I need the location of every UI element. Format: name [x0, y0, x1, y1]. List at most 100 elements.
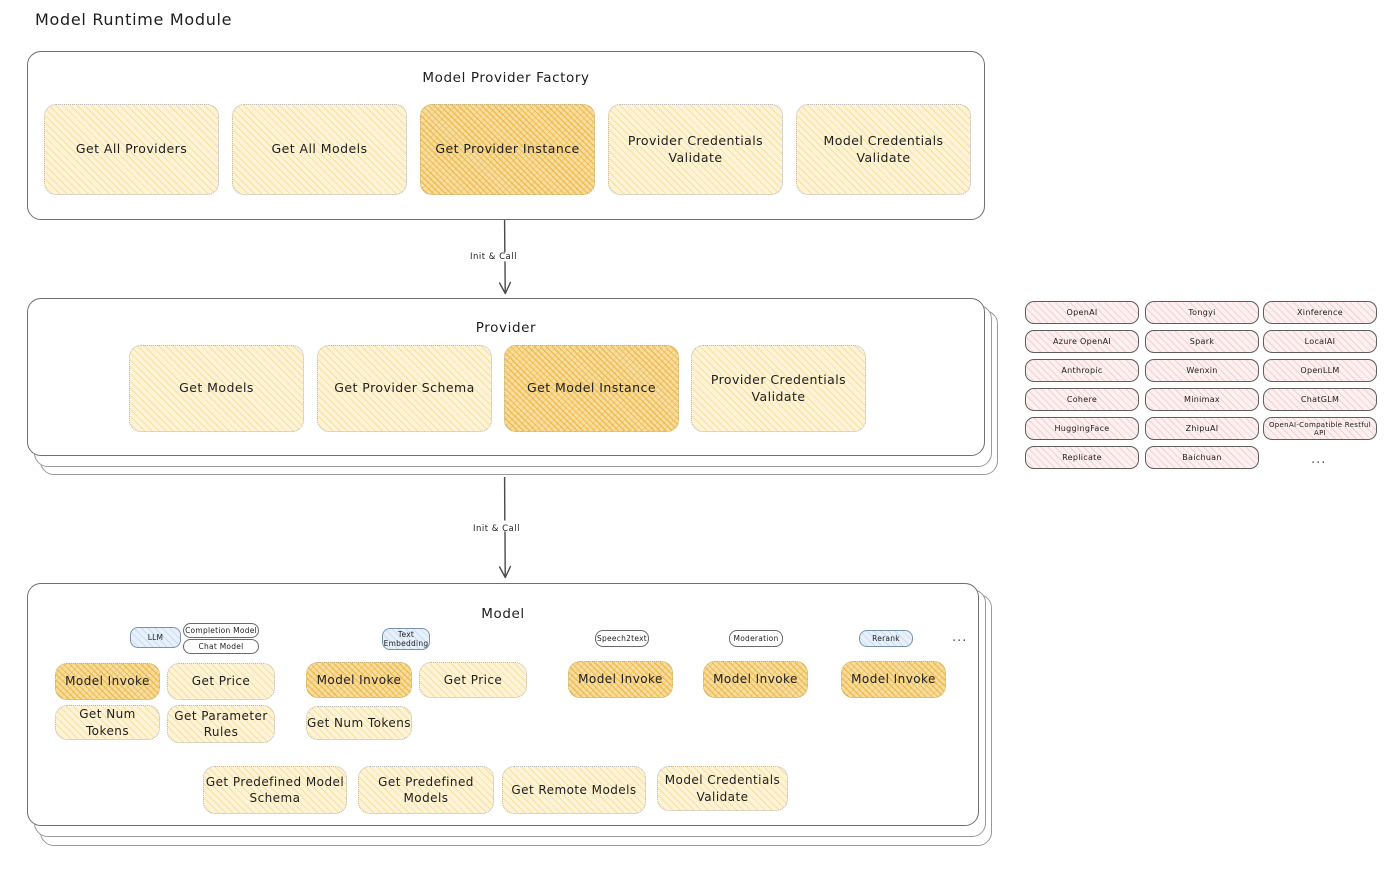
- provider-chip-xinference[interactable]: Xinference: [1263, 301, 1377, 324]
- chip-label: Replicate: [1062, 453, 1102, 462]
- provider-node-get-model-instance[interactable]: Get Model Instance: [504, 345, 679, 432]
- model-badge-completion-model[interactable]: Completion Model: [183, 623, 259, 638]
- node-label: Get Predefined Models: [378, 774, 474, 805]
- model-badge-moderation[interactable]: Moderation: [729, 630, 783, 647]
- provider-chip-azure-openai[interactable]: Azure OpenAI: [1025, 330, 1139, 353]
- chip-label: LocalAI: [1304, 337, 1336, 346]
- node-label: Get Predefined Model Schema: [205, 774, 345, 805]
- badge-label: LLM: [147, 632, 164, 642]
- provider-chip-huggingface[interactable]: HuggingFace: [1025, 417, 1139, 440]
- provider-title: Provider: [475, 320, 537, 336]
- node-label: Model Invoke: [851, 672, 936, 687]
- chip-label: Cohere: [1066, 395, 1098, 404]
- model-badge-speech2text[interactable]: Speech2text: [595, 630, 649, 647]
- badge-label: Chat Model: [198, 641, 244, 651]
- chip-label: Anthropic: [1061, 366, 1103, 375]
- node-label: Get Provider Schema: [334, 380, 475, 396]
- node-label: Model Invoke: [713, 672, 798, 687]
- node-label: Provider Credentials Validate: [710, 371, 847, 404]
- model-node-get-predefined-model-schema[interactable]: Get Predefined Model Schema: [203, 766, 347, 814]
- chip-label: OpenAI: [1066, 308, 1098, 317]
- model-node-get-remote-models[interactable]: Get Remote Models: [502, 766, 646, 814]
- node-label: Get Num Tokens: [79, 707, 136, 738]
- page-title: Model Runtime Module: [35, 10, 233, 29]
- chip-label: Wenxin: [1186, 366, 1218, 375]
- node-label: Model Invoke: [578, 672, 663, 687]
- model-node-moderation-model-invoke[interactable]: Model Invoke: [703, 661, 808, 698]
- provider-chip-zhipuai[interactable]: ZhipuAI: [1145, 417, 1259, 440]
- model-node-get-predefined-models[interactable]: Get Predefined Models: [358, 766, 494, 814]
- provider-chip-spark[interactable]: Spark: [1145, 330, 1259, 353]
- provider-chip-anthropic[interactable]: Anthropic: [1025, 359, 1139, 382]
- provider-node-provider-credentials-validate[interactable]: Provider Credentials Validate: [691, 345, 866, 432]
- badge-label: Completion Model: [185, 625, 257, 635]
- badge-label: Rerank: [872, 633, 900, 643]
- node-label: Get Provider Instance: [435, 141, 580, 157]
- chip-label: Xinference: [1297, 308, 1343, 317]
- badge-label: Text Embedding: [383, 629, 429, 648]
- model-node-text-embedding-get-num-tokens[interactable]: Get Num Tokens: [306, 706, 412, 740]
- node-label: Get Models: [179, 380, 254, 396]
- provider-chip-baichuan[interactable]: Baichuan: [1145, 446, 1259, 469]
- model-groups-more: ...: [952, 630, 968, 645]
- model-node-text-embedding-get-price[interactable]: Get Price: [419, 662, 527, 698]
- provider-chip-chatglm[interactable]: ChatGLM: [1263, 388, 1377, 411]
- provider-chip-tongyi[interactable]: Tongyi: [1145, 301, 1259, 324]
- chip-label: OpenAI-Compatible Restful API: [1269, 420, 1371, 437]
- node-label: Get All Providers: [75, 141, 188, 157]
- arrow-label-init-and-call-2: Init & Call: [473, 524, 520, 534]
- provider-node-get-models[interactable]: Get Models: [129, 345, 304, 432]
- node-label: Get Parameter Rules: [174, 708, 268, 739]
- node-label: Get Model Instance: [526, 380, 657, 396]
- model-node-llm-get-num-tokens[interactable]: Get Num Tokens: [55, 705, 160, 740]
- model-badge-rerank[interactable]: Rerank: [859, 630, 913, 647]
- node-label: Model Invoke: [65, 674, 150, 689]
- provider-chip-localai[interactable]: LocalAI: [1263, 330, 1377, 353]
- node-label: Get Price: [443, 672, 503, 687]
- chip-label: ZhipuAI: [1185, 424, 1219, 433]
- factory-title: Model Provider Factory: [422, 70, 590, 86]
- provider-chip-openai[interactable]: OpenAI: [1025, 301, 1139, 324]
- chip-label: Minimax: [1184, 395, 1220, 404]
- model-node-speech2text-model-invoke[interactable]: Model Invoke: [568, 661, 673, 698]
- node-label: Get Num Tokens: [307, 715, 411, 730]
- arrow-provider-to-model: [498, 477, 512, 579]
- node-label: Get All Models: [271, 141, 368, 157]
- model-badge-llm[interactable]: LLM: [130, 627, 181, 648]
- arrow-label-init-and-call-1: Init & Call: [470, 252, 517, 262]
- badge-label: Speech2text: [597, 633, 647, 643]
- provider-node-get-provider-schema[interactable]: Get Provider Schema: [317, 345, 492, 432]
- chip-label: HuggingFace: [1054, 424, 1110, 433]
- factory-node-get-provider-instance[interactable]: Get Provider Instance: [420, 104, 595, 195]
- provider-chip-cohere[interactable]: Cohere: [1025, 388, 1139, 411]
- provider-chip-openllm[interactable]: OpenLLM: [1263, 359, 1377, 382]
- chip-label: Baichuan: [1182, 453, 1222, 462]
- model-badge-text-embedding[interactable]: Text Embedding: [382, 628, 430, 650]
- chip-label: Azure OpenAI: [1052, 337, 1112, 346]
- provider-chip-replicate[interactable]: Replicate: [1025, 446, 1139, 469]
- model-badge-chat-model[interactable]: Chat Model: [183, 639, 259, 654]
- model-node-llm-get-price[interactable]: Get Price: [167, 663, 275, 700]
- factory-node-get-all-models[interactable]: Get All Models: [232, 104, 407, 195]
- model-node-rerank-model-invoke[interactable]: Model Invoke: [841, 661, 946, 698]
- factory-node-model-credentials-validate[interactable]: Model Credentials Validate: [796, 104, 971, 195]
- arrow-factory-to-provider: [498, 220, 512, 295]
- model-node-text-embedding-model-invoke[interactable]: Model Invoke: [306, 662, 412, 698]
- chip-label: Tongyi: [1188, 308, 1216, 317]
- node-label: Get Price: [191, 674, 251, 689]
- provider-chip-wenxin[interactable]: Wenxin: [1145, 359, 1259, 382]
- node-label: Provider Credentials Validate: [627, 132, 764, 165]
- chip-label: ChatGLM: [1300, 395, 1340, 404]
- factory-node-provider-credentials-validate[interactable]: Provider Credentials Validate: [608, 104, 783, 195]
- node-label: Model Credentials Validate: [664, 773, 781, 804]
- model-node-llm-model-invoke[interactable]: Model Invoke: [55, 663, 160, 700]
- node-label: Model Credentials Validate: [823, 132, 944, 165]
- provider-chip-minimax[interactable]: Minimax: [1145, 388, 1259, 411]
- factory-node-get-all-providers[interactable]: Get All Providers: [44, 104, 219, 195]
- provider-list-more: ...: [1311, 452, 1327, 467]
- node-label: Get Remote Models: [511, 782, 637, 797]
- model-node-llm-get-parameter-rules[interactable]: Get Parameter Rules: [167, 705, 275, 743]
- provider-chip-openai-compatible-restful-api[interactable]: OpenAI-Compatible Restful API: [1263, 417, 1377, 440]
- model-node-model-credentials-validate[interactable]: Model Credentials Validate: [657, 766, 788, 811]
- badge-label: Moderation: [733, 633, 779, 643]
